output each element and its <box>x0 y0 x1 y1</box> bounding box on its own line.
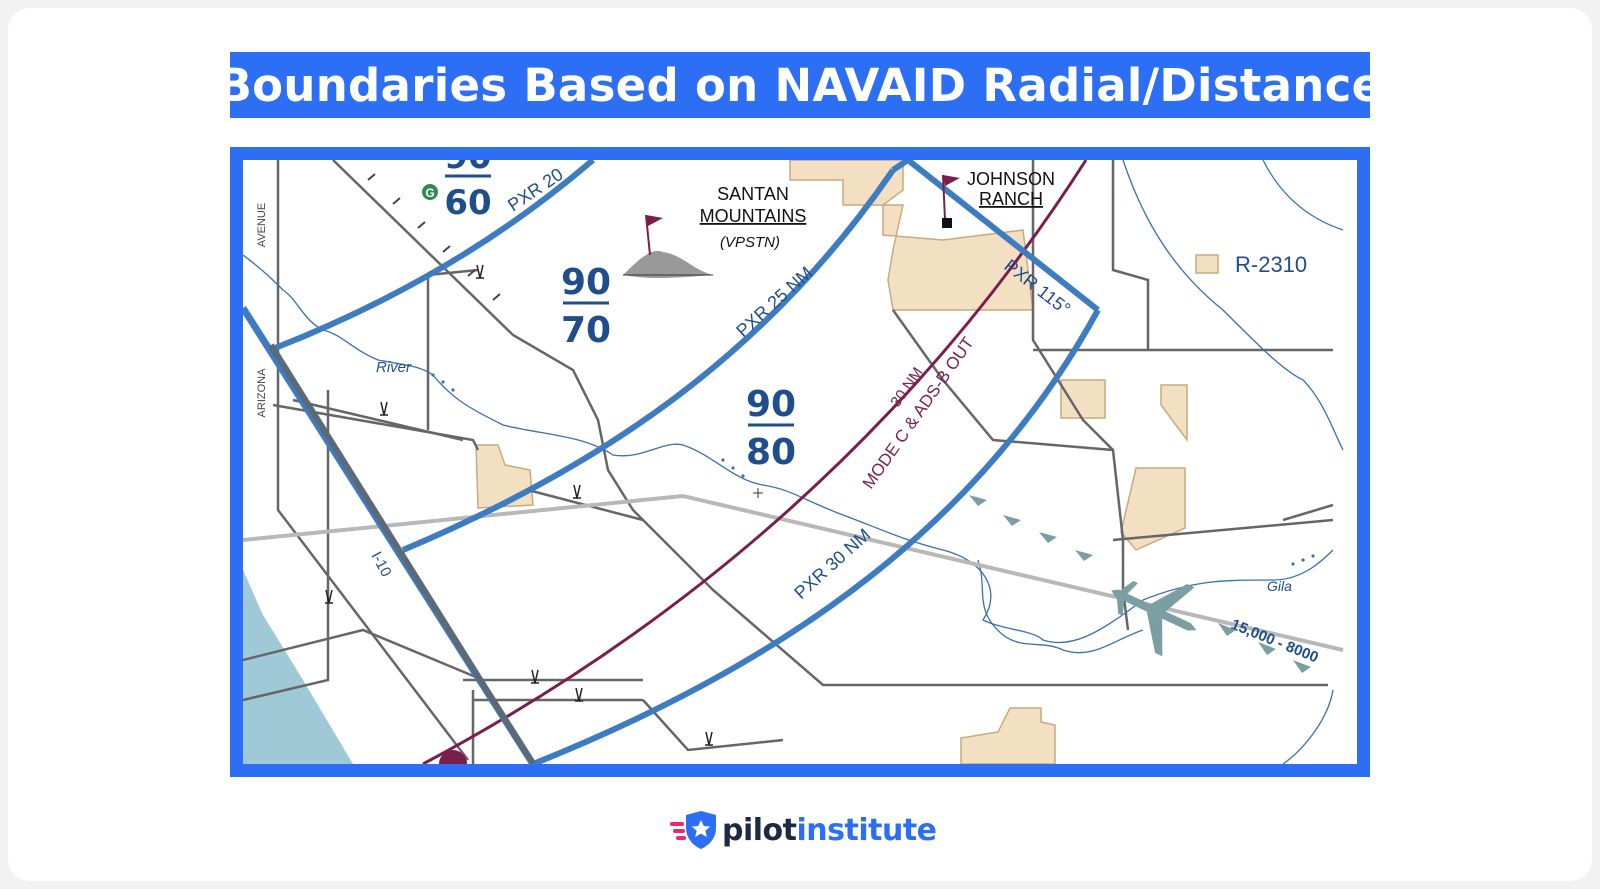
label-mode-c-ads: MODE C & ADS-B OUT <box>859 334 978 493</box>
railroad-ticks <box>367 173 501 301</box>
roads <box>243 160 1334 764</box>
altitude-block-1-bottom: 60 <box>444 183 491 223</box>
label-pxr25: PXR 25 NM <box>732 263 816 341</box>
mode-c-arc <box>422 160 1088 764</box>
altitude-block-3: 90 80 <box>746 384 796 473</box>
crosshair-icon <box>753 488 763 498</box>
river-dots <box>431 373 1315 566</box>
g-symbol-icon <box>422 184 438 200</box>
map-canvas: PXR 20 PXR 25 NM PXR 30 NM PXR 115° 30 N… <box>243 160 1344 764</box>
winged-shield-star-icon <box>670 811 716 849</box>
label-river: River <box>376 359 412 376</box>
label-johnson-1: JOHNSON <box>967 169 1055 189</box>
airplane-icon <box>1111 581 1197 657</box>
altitude-block-3-top: 90 <box>746 384 796 425</box>
altitude-block-2-bottom: 70 <box>561 310 611 351</box>
label-g-symbol: G <box>425 186 434 200</box>
logo-word-pilot: pilot <box>722 812 797 848</box>
label-avenue: AVENUE <box>256 203 268 247</box>
airport-symbol <box>439 750 467 764</box>
label-johnson-2: RANCH <box>979 189 1043 209</box>
terrain-areas <box>475 160 1219 764</box>
altitude-block-1: 90 60 <box>444 160 491 223</box>
label-gila: Gila <box>1267 578 1292 594</box>
altitude-block-2-top: 90 <box>561 262 611 303</box>
label-vpstn: (VPSTN) <box>720 234 780 251</box>
label-arizona: ARIZONA <box>256 368 268 418</box>
label-r2310: R-2310 <box>1235 252 1307 277</box>
pilot-institute-logo: pilotinstitute <box>670 808 937 852</box>
label-santan-1: SANTAN <box>717 184 789 204</box>
route-arrow-icons <box>969 495 1311 673</box>
page-title: Boundaries Based on NAVAID Radial/Distan… <box>217 58 1383 112</box>
river-band <box>243 570 353 764</box>
obstacle-icons <box>325 264 713 746</box>
sectional-chart-excerpt: PXR 20 PXR 25 NM PXR 30 NM PXR 115° 30 N… <box>230 147 1370 777</box>
label-pxr30: PXR 30 NM <box>790 525 874 603</box>
logo-word-institute: institute <box>796 812 938 848</box>
label-santan-2: MOUNTAINS <box>700 206 807 226</box>
river-lines <box>243 160 1344 764</box>
altitude-block-3-bottom: 80 <box>746 432 796 473</box>
i10-highway <box>268 343 536 764</box>
label-i10: I-10 <box>367 549 394 580</box>
altitude-block-2: 90 70 <box>561 262 611 351</box>
altitude-block-1-top: 90 <box>444 160 491 177</box>
title-banner: Boundaries Based on NAVAID Radial/Distan… <box>218 52 1382 118</box>
mountain-peak-icon <box>623 214 713 279</box>
johnson-ranch-flag-icon <box>942 174 960 228</box>
